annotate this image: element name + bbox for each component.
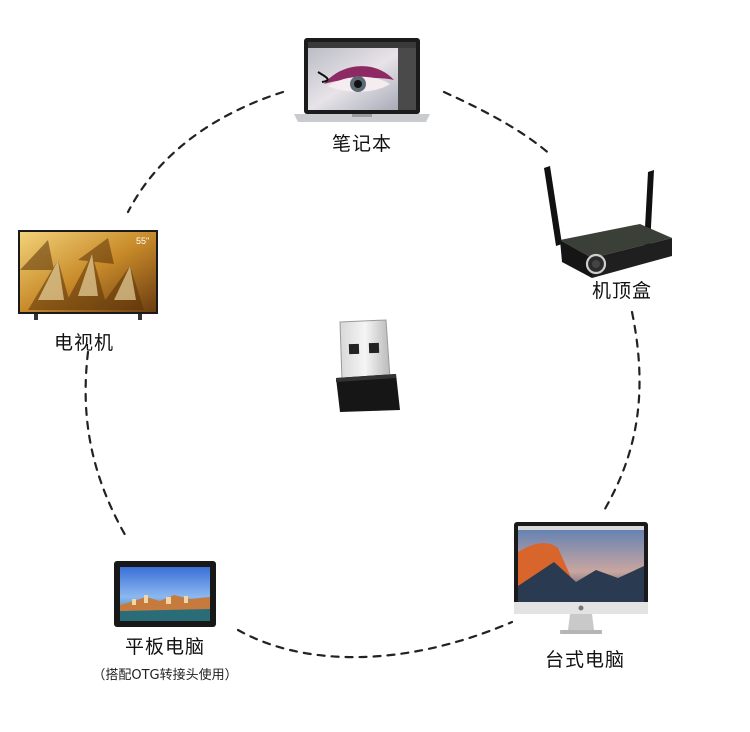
tv-size-text: 55" [136,236,149,246]
ring-arc-tablet-desktop [236,620,514,659]
ring-arc-stb-desktop [600,310,641,516]
tablet-label: 平板电脑 [124,636,205,658]
desktop-illustration [514,522,648,634]
tablet-illustration [114,561,216,627]
tv-illustration: 55" [18,230,158,320]
set-top-box-label: 机顶盒 [591,280,652,302]
set-top-box-illustration [544,166,672,278]
laptop-illustration [294,38,430,122]
ring-arc-laptop-stb [442,90,554,158]
laptop-label: 笔记本 [331,133,392,155]
desktop-label: 台式电脑 [544,649,625,671]
tablet-note: （搭配OTG转接头使用） [92,668,238,683]
ring-arc-laptop-tv [126,90,285,214]
tv-label: 电视机 [53,332,114,354]
usb-adapter-illustration [336,319,400,412]
ring-arc-tv-tablet [84,350,130,542]
